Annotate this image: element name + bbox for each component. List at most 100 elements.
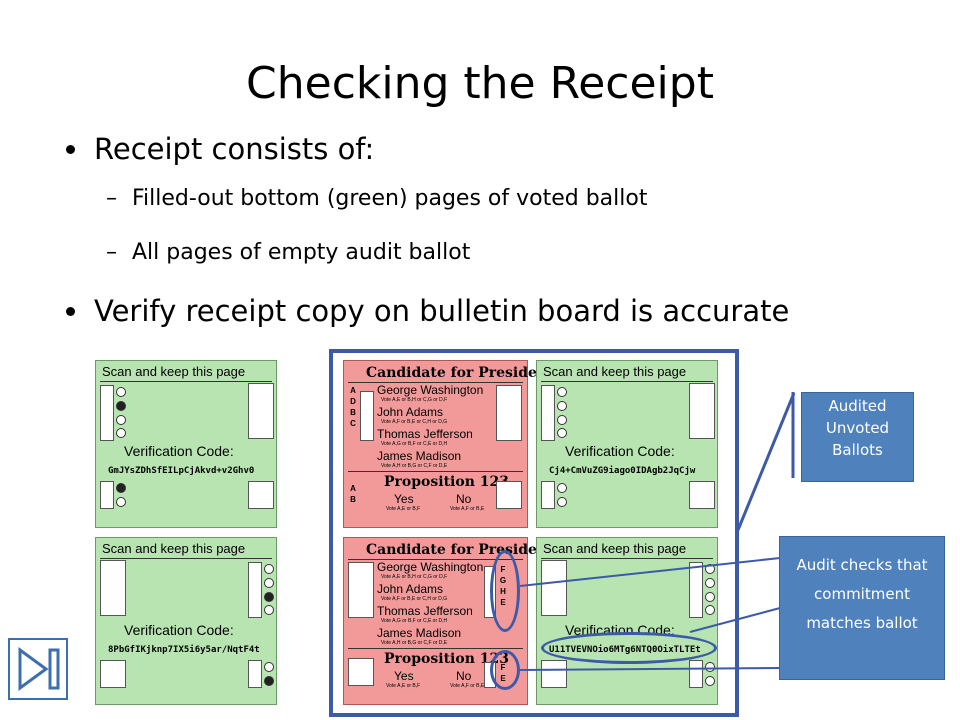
bullet-verify: Verify receipt copy on bulletin board is… (66, 294, 789, 328)
ballot-bubble (557, 497, 567, 507)
ballot-slot (689, 562, 703, 618)
callout-text: Audit checks that commitment matches bal… (796, 556, 928, 632)
connector-audit-candidate (519, 557, 781, 587)
green-audit-page: Scan and keep this page Verification Cod… (536, 360, 718, 528)
ballot-bubble (264, 578, 274, 588)
vote-rule: Vote A,E or B,H or C,G or D,F (381, 397, 448, 403)
verification-code: Cj4+CmVuZG9iago0IDAgb2JqCjw (549, 466, 696, 476)
vote-rule: Vote A,E or B,F (386, 506, 421, 512)
vote-rule: Vote A,G or B,F or C,E or D,H (381, 441, 448, 447)
ballot-slot (100, 660, 126, 688)
ballot-slot (100, 560, 126, 616)
ballot-slot (541, 481, 555, 509)
scan-header: Scan and keep this page (102, 364, 246, 379)
ballot-bubble (264, 564, 274, 574)
ballot-bubble (705, 605, 715, 615)
connector-audited (736, 392, 796, 531)
ballot-bubble (264, 662, 274, 672)
ballot-slot (689, 383, 715, 439)
divider (348, 382, 523, 383)
vote-rule: Vote A,F or B,E or C,H or D,G (381, 419, 448, 425)
ballot-bubble-marked (116, 401, 126, 411)
ballot-letter: B (350, 408, 356, 417)
vote-rule: Vote A,F or B,E or C,H or D,G (381, 596, 448, 602)
ballot-bubble-marked (116, 483, 126, 493)
divider (100, 558, 272, 559)
divider (348, 559, 523, 560)
candidate-name: Thomas Jefferson (377, 427, 473, 441)
vote-rule: Vote A,F or B,E (450, 506, 485, 512)
ballot-bubble (116, 415, 126, 425)
ballot-bubble (557, 483, 567, 493)
divider (348, 648, 523, 649)
candidate-name: James Madison (377, 449, 462, 463)
verification-label: Verification Code: (124, 443, 234, 459)
sub-bullet-2: –All pages of empty audit ballot (106, 240, 470, 265)
candidate-name: Thomas Jefferson (377, 604, 473, 618)
scan-header: Scan and keep this page (543, 364, 687, 379)
bullet-dot (66, 145, 75, 154)
candidate-name: George Washington (377, 560, 484, 574)
ballot-bubble (116, 428, 126, 438)
green-receipt-page: Scan and keep this page Verification Cod… (95, 360, 277, 528)
proposition-title: Proposition 123 (384, 474, 509, 490)
ballot-slot (100, 481, 114, 509)
vote-rule: Vote A,E or B,F (386, 683, 421, 689)
ballot-slot (541, 560, 567, 616)
divider (541, 558, 713, 559)
ballot-bubble (705, 578, 715, 588)
dash: – (106, 186, 117, 211)
verification-label: Verification Code: (565, 443, 675, 459)
scan-header: Scan and keep this page (543, 541, 687, 556)
scan-header: Scan and keep this page (102, 541, 246, 556)
callout-audit-checks: Audit checks that commitment matches bal… (779, 536, 945, 680)
sub-bullet-text: All pages of empty audit ballot (132, 240, 471, 265)
callout-text: Audited Unvoted Ballots (825, 397, 890, 459)
connector-audit-code (689, 607, 781, 633)
divider (348, 471, 523, 472)
sub-bullet-text: Filled-out bottom (green) pages of voted… (132, 186, 648, 211)
ballot-slot (100, 385, 114, 441)
ballot-slot (248, 562, 262, 618)
ballot-bubble-marked (264, 592, 274, 602)
green-receipt-page: Scan and keep this page Verification Cod… (95, 537, 277, 705)
skip-to-end-icon[interactable] (8, 638, 68, 700)
highlight-oval-verification-code (541, 632, 717, 664)
sub-bullet-1: –Filled-out bottom (green) pages of vote… (106, 186, 647, 211)
prop-no: No (456, 492, 472, 506)
divider (541, 381, 713, 382)
prop-no: No (456, 669, 472, 683)
ballot-slot (248, 383, 274, 439)
bullet-text: Verify receipt copy on bulletin board is… (94, 294, 790, 328)
candidate-name: John Adams (377, 582, 444, 596)
ballot-slot (689, 481, 715, 509)
ballot-bubble (705, 676, 715, 686)
ballot-slot (348, 658, 374, 686)
ballot-bubble (116, 387, 126, 397)
verification-code: 8PbGfIKjknp7IX5i6y5ar/NqtF4t (108, 645, 260, 655)
dash: – (106, 240, 117, 265)
ballot-slot (541, 660, 567, 688)
ballot-bubble (705, 592, 715, 602)
ballot-letters: A D B C (348, 385, 358, 429)
ballot-slot (248, 660, 262, 688)
verification-label: Verification Code: (124, 622, 234, 638)
highlight-oval-prop-letters (490, 650, 520, 690)
ballot-slot (248, 481, 274, 509)
ballot-slot (689, 660, 703, 688)
ballot-letter: B (350, 495, 356, 504)
ballot-slot (541, 385, 555, 441)
verification-code: GmJYsZDhSfEILpCjAkvd+v2Ghv0 (108, 466, 255, 476)
highlight-oval-candidate-letters (490, 550, 520, 632)
red-ballot-page: Candidate for President A D B C George W… (343, 360, 554, 528)
bullet-receipt: Receipt consists of: (66, 132, 374, 166)
vote-rule: Vote A,G or B,F or C,E or D,H (381, 618, 448, 624)
audited-ballot-frame (329, 349, 739, 717)
skip-to-end-glyph (18, 647, 60, 691)
ballot-bubble (264, 605, 274, 615)
ballot-slot (496, 481, 522, 509)
divider (100, 381, 272, 382)
ballot-letter: A (350, 386, 356, 395)
ballot-bubble (116, 497, 126, 507)
